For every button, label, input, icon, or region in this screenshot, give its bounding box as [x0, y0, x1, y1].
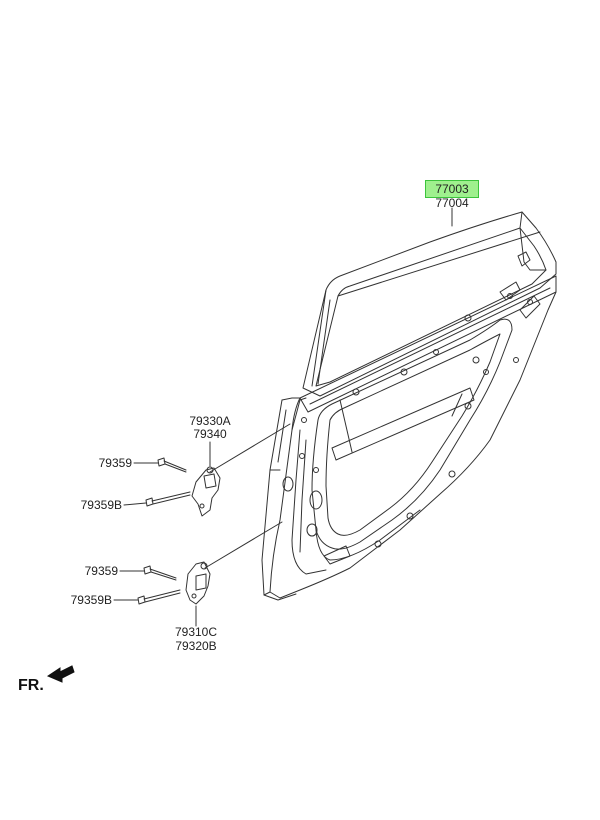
door-body-outer [270, 292, 556, 598]
part-label-77004[interactable]: 77004 [435, 196, 469, 210]
part-highlight-box [425, 180, 479, 198]
front-direction-label: FR. [18, 677, 44, 694]
impact-beam [332, 388, 474, 460]
front-direction-arrow [48, 666, 74, 682]
rear-pillar [520, 228, 546, 270]
part-label-79310C[interactable]: 79310C [174, 625, 218, 639]
inner-panel-lip [326, 334, 500, 535]
leader-79359B-upper [124, 503, 146, 505]
upper-hinge-leader [210, 424, 290, 472]
upper-bolt-79359B [146, 492, 190, 506]
upper-hinge [192, 467, 220, 516]
lower-hinge-leader [205, 522, 282, 568]
window-frame-inner [316, 228, 546, 386]
lower-bolt-79359 [144, 566, 176, 580]
inner-panel-opening [312, 319, 512, 549]
part-label-79359B-upper[interactable]: 79359B [80, 498, 122, 512]
part-label-79340[interactable]: 79340 [193, 427, 227, 441]
lower-bolt-79359B [138, 590, 180, 604]
part-label-79330A[interactable]: 79330A [189, 414, 231, 428]
window-frame-outer [303, 212, 556, 396]
upper-bolt-79359 [158, 458, 186, 472]
part-label-79359-lower[interactable]: 79359 [84, 564, 118, 578]
part-label-79320B[interactable]: 79320B [175, 639, 217, 653]
part-label-79359B-lower[interactable]: 79359B [70, 593, 112, 607]
part-label-77003[interactable]: 77003 [435, 182, 469, 196]
part-label-79359-upper[interactable]: 79359 [98, 456, 132, 470]
lower-hinge [186, 562, 210, 604]
